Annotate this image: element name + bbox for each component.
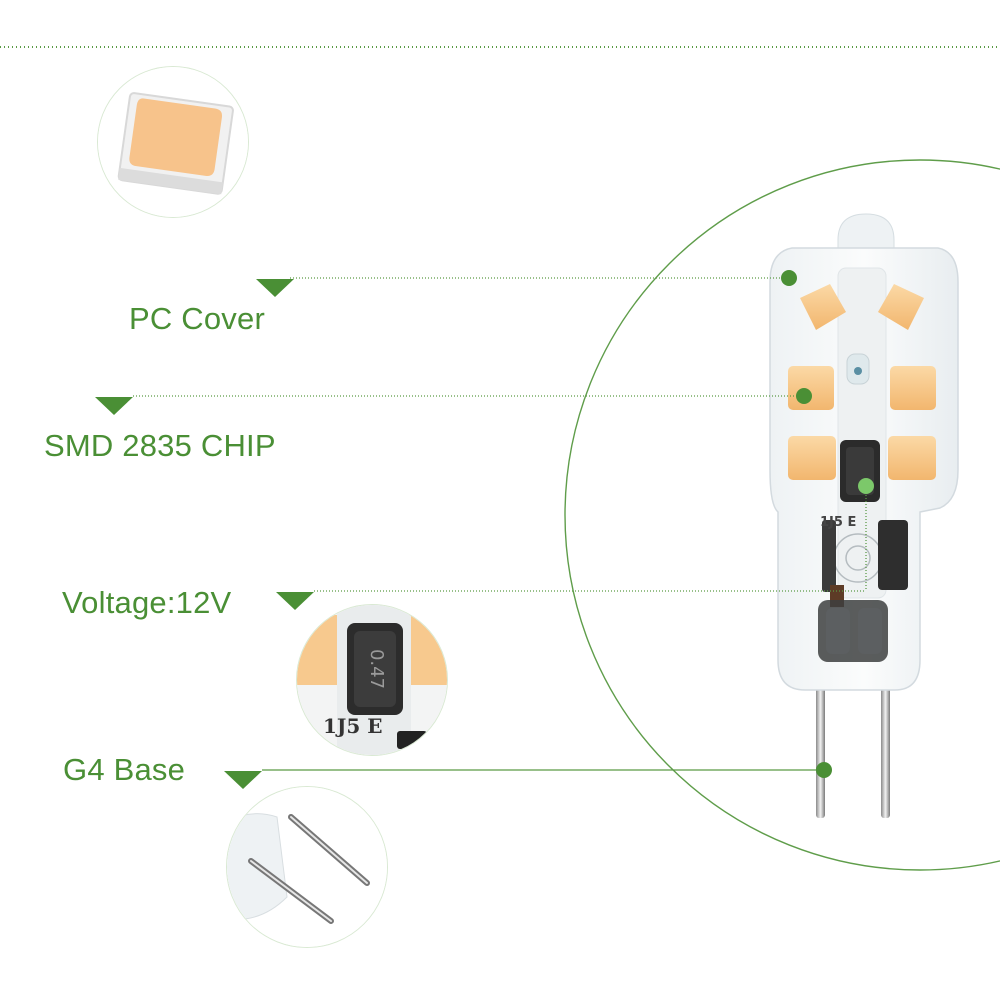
- product-halo-circle: [564, 159, 1000, 871]
- bulb-pin-left: [816, 672, 825, 818]
- bulb-pin-right: [881, 672, 890, 818]
- dot-g4-base: [816, 762, 832, 778]
- triangle-marker-voltage: [276, 592, 314, 610]
- callout-lines: [133, 277, 867, 771]
- dot-smd-chip: [796, 388, 812, 404]
- bulb-pcb: [837, 267, 887, 599]
- bulb-marking: 1J5 E: [820, 515, 856, 530]
- label-voltage: Voltage:12V: [62, 585, 232, 620]
- triangle-marker-smd-chip: [95, 397, 133, 415]
- triangle-marker-pc-cover: [256, 279, 294, 297]
- smd-chip-closeup-icon: [98, 67, 248, 217]
- inductor-marking: 0.47: [366, 649, 387, 689]
- callout-dots: [781, 270, 874, 778]
- g4-base-detail: [226, 786, 388, 948]
- dot-voltage: [858, 478, 874, 494]
- label-smd-chip: SMD 2835 CHIP: [44, 428, 276, 463]
- triangle-marker-g4-base: [224, 771, 262, 789]
- label-g4-base: G4 Base: [63, 752, 186, 787]
- g4-led-bulb: 1J5 E: [769, 213, 959, 818]
- smd-chip-detail: [97, 66, 249, 218]
- driver-detail: 0.47 1J5 E: [296, 604, 448, 756]
- dot-pc-cover: [781, 270, 797, 286]
- svg-text:1J5 E: 1J5 E: [323, 714, 383, 738]
- callout-markers: [95, 279, 314, 789]
- label-pc-cover: PC Cover: [129, 301, 265, 336]
- driver-inductor-closeup-icon: 0.47 1J5 E: [297, 605, 447, 755]
- g4-pins-closeup-icon: [227, 787, 387, 947]
